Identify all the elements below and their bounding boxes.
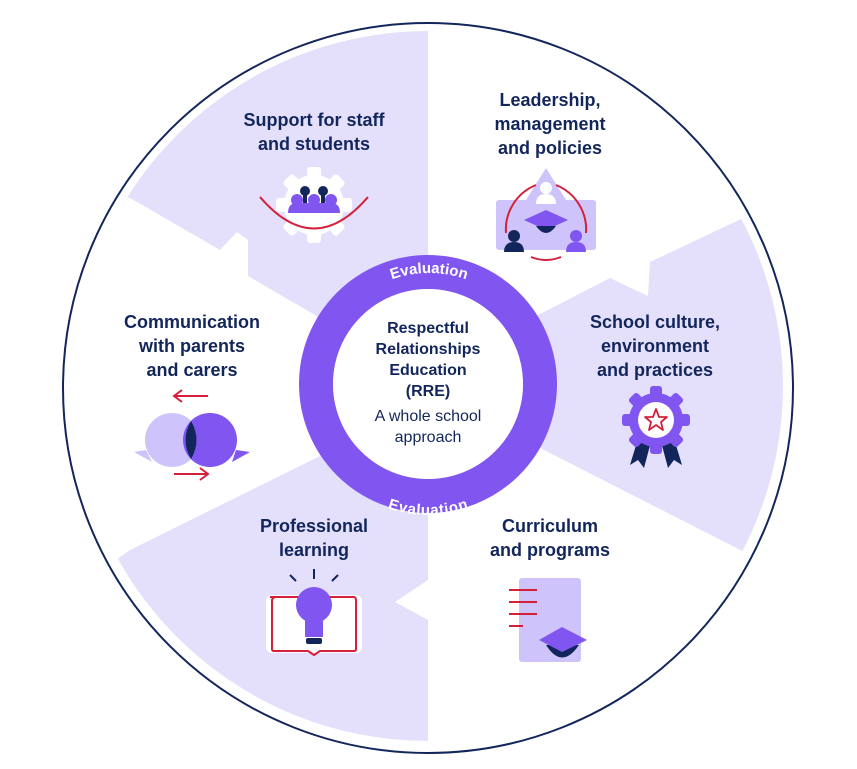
segment-label-communication: Communication with parents and carers: [123, 312, 260, 380]
segment-label-culture: School culture, environment and practice…: [589, 312, 721, 380]
leadership-meeting-icon: [496, 168, 596, 261]
evaluation-label-bottom: Evaluation: [386, 496, 469, 519]
center-disc: [333, 289, 523, 479]
speech-bubbles-exchange-icon: [134, 389, 250, 481]
document-graduation-cap-icon: [509, 578, 587, 662]
segment-label-curriculum: Curriculum and programs: [489, 516, 611, 560]
center-title: Respectful Relationships Education (RRE): [375, 320, 481, 400]
segment-label-support: Support for staff and students: [243, 110, 385, 154]
evaluation-label-top: Evaluation: [388, 260, 470, 283]
center-subtitle: A whole school approach: [374, 408, 482, 446]
people-gear-icon: [259, 167, 369, 243]
segment-label-professional: Professional learning: [259, 516, 369, 560]
outer-circle: [62, 22, 794, 754]
award-rosette-icon: [622, 386, 690, 468]
segment-culture-bg: [428, 210, 783, 590]
segment-label-leadership: Leadership, management and policies: [494, 90, 606, 158]
lightbulb-book-icon: [266, 569, 362, 657]
evaluation-ring: [299, 255, 557, 513]
